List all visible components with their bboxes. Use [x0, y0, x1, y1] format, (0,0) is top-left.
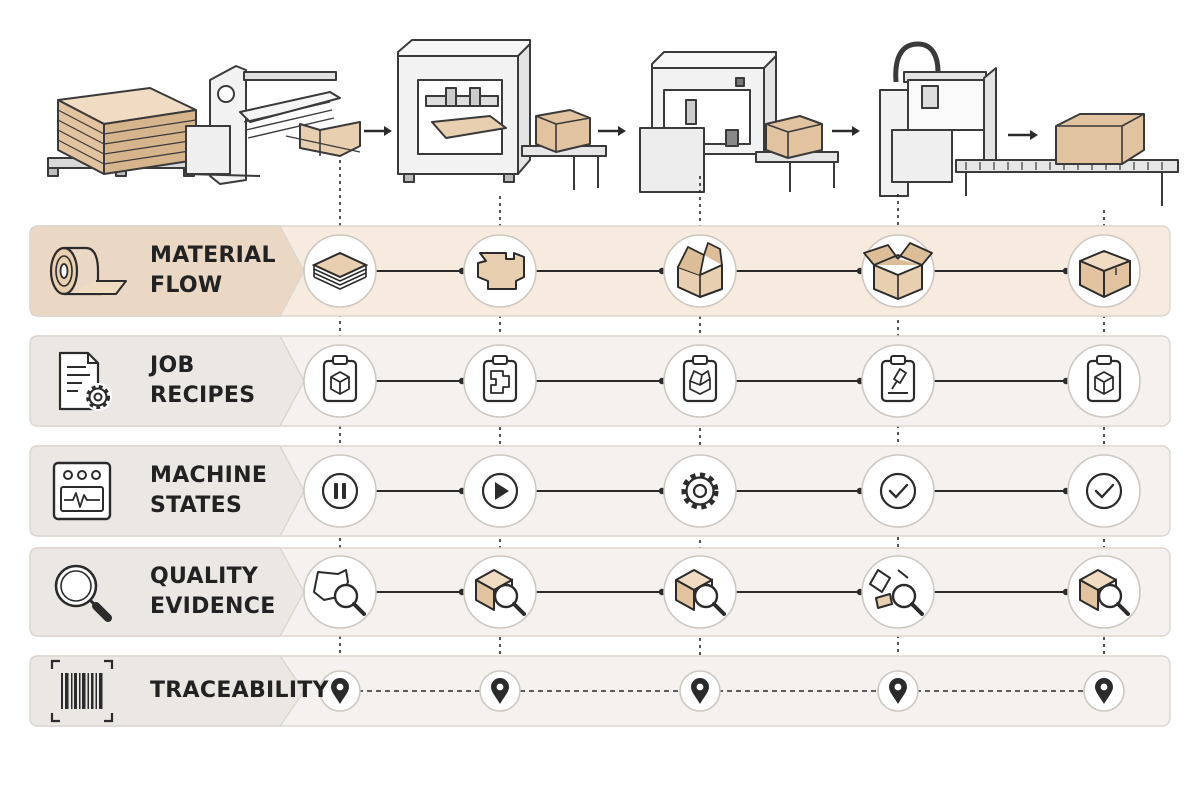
row-label-line: FLOW: [150, 273, 223, 298]
node-pause-icon: [303, 454, 377, 528]
node-play-icon: [463, 454, 537, 528]
node-open-box-icon: [861, 234, 935, 308]
row-label-traceability: TRACEABILITY: [150, 676, 329, 706]
row-label-line: EVIDENCE: [150, 594, 276, 619]
row-traceability: [29, 655, 1171, 727]
row-material-flow: [29, 225, 1171, 317]
row-label-line: MACHINE: [150, 463, 268, 488]
node-clipboard-folding-icon: [663, 344, 737, 418]
clipboard-box-icon: [324, 356, 356, 401]
machine-line-illustration: [47, 39, 1179, 206]
node-circle: [861, 454, 935, 528]
row-label-line: STATES: [150, 493, 243, 518]
row-quality-evidence: [29, 547, 1171, 637]
node-location-pin-icon: [479, 670, 521, 712]
node-location-pin-icon: [679, 670, 721, 712]
row-label-line: RECIPES: [150, 383, 256, 408]
row-label-line: TRACEABILITY: [150, 678, 329, 703]
gluing-station-machine: [639, 51, 839, 193]
node-clipboard-blank-icon: [463, 344, 537, 418]
row-header-tab: [29, 655, 305, 727]
clipboard-box-icon: [1088, 356, 1120, 401]
node-location-pin-icon: [877, 670, 919, 712]
node-location-pin-icon: [319, 670, 361, 712]
row-label-line: QUALITY: [150, 564, 259, 589]
node-inspect-box-icon: [1067, 555, 1141, 629]
row-label-line: MATERIAL: [150, 243, 276, 268]
row-label-machine-states: MACHINE STATES: [150, 461, 285, 521]
node-inspect-box-icon: [463, 555, 537, 629]
row-label-line: JOB: [150, 353, 195, 378]
node-check-icon: [861, 454, 935, 528]
node-clipboard-box-icon: [1067, 344, 1141, 418]
die-cutter-machine: [185, 65, 361, 185]
row-label-quality-evidence: QUALITY EVIDENCE: [150, 562, 285, 622]
node-inspect-blank-icon: [303, 555, 377, 629]
row-machine-states: [29, 445, 1171, 537]
node-circle: [303, 454, 377, 528]
node-stacked-sheets-icon: [303, 234, 377, 308]
monitor-panel-icon: [52, 461, 112, 521]
node-closed-box-icon: [1067, 234, 1141, 308]
node-check-icon: [1067, 454, 1141, 528]
node-folding-box-icon: [663, 234, 737, 308]
node-clipboard-glue-icon: [861, 344, 935, 418]
node-flat-blank-icon: [463, 234, 537, 308]
output-conveyor: [955, 113, 1179, 206]
clipboard-blank-icon: [484, 356, 516, 401]
node-inspect-box-icon: [663, 555, 737, 629]
row-label-job-recipes: JOB RECIPES: [150, 351, 285, 411]
node-clipboard-box-icon: [303, 344, 377, 418]
row-job-recipes: [29, 335, 1171, 427]
node-circle: [1067, 454, 1141, 528]
node-gear-icon: [663, 454, 737, 528]
node-inspect-glue-icon: [861, 555, 935, 629]
node-location-pin-icon: [1083, 670, 1125, 712]
folding-press-machine: [397, 39, 607, 190]
row-label-material-flow: MATERIAL FLOW: [150, 241, 285, 301]
clipboard-folding-icon: [684, 356, 716, 401]
sheet-stack-pallet: [47, 87, 197, 177]
clipboard-glue-icon: [882, 356, 914, 401]
gantry-sealer-machine: [879, 41, 997, 197]
